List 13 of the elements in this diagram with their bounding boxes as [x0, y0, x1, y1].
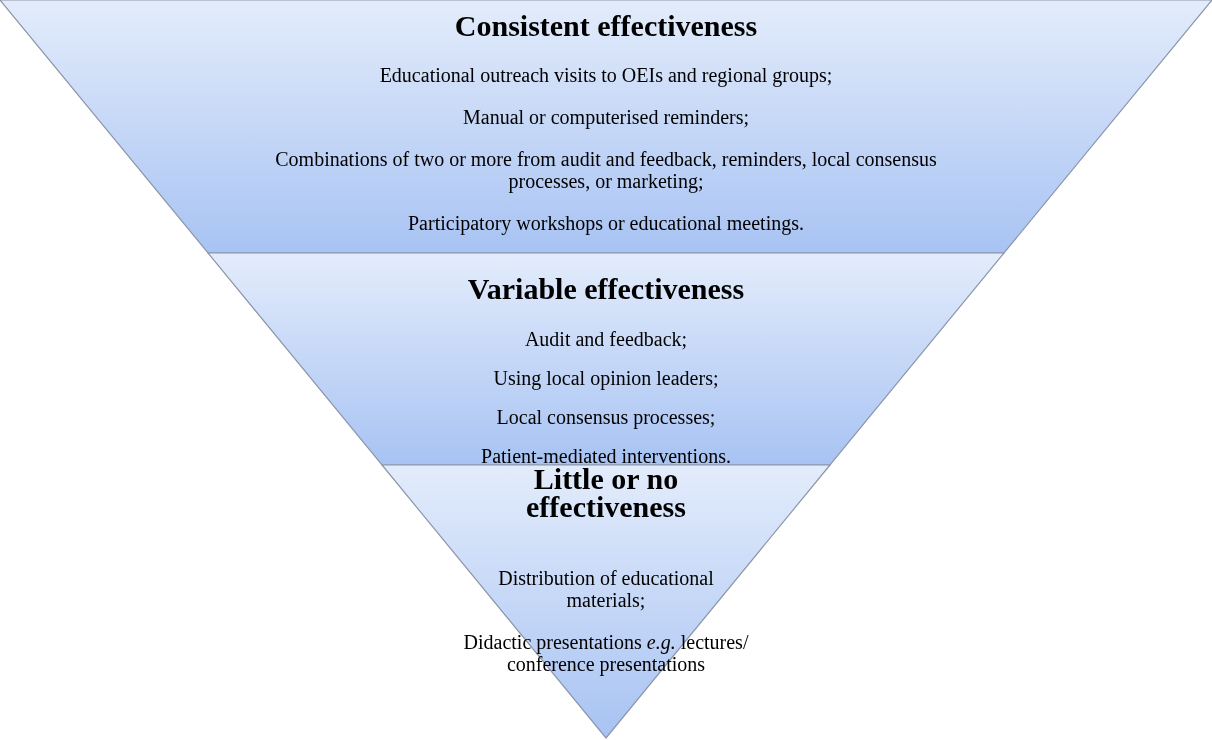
band-heading: Consistent effectiveness: [454, 8, 758, 44]
list-item: Distribution of educational materials;: [497, 567, 715, 611]
band-heading: Little or no effectiveness: [526, 465, 686, 521]
list-item: Audit and feedback;: [524, 328, 688, 350]
list-item: Didactic presentations e.g. lectures/ conference presentations: [462, 631, 750, 675]
list-item: Using local opinion leaders;: [493, 367, 719, 389]
band-heading: Variable effectiveness: [467, 271, 745, 307]
list-item: Patient-mediated interventions.: [481, 445, 731, 467]
list-item: Manual or computerised reminders;: [463, 106, 749, 128]
list-item: Participatory workshops or educational meetings.: [408, 212, 804, 234]
list-item: Educational outreach visits to OEIs and regional groups;: [379, 64, 833, 86]
list-item: Combinations of two or more from audit and feedback, reminders, local consensus processes, or marketing;: [274, 148, 938, 192]
list-item: Local consensus processes;: [496, 406, 716, 428]
